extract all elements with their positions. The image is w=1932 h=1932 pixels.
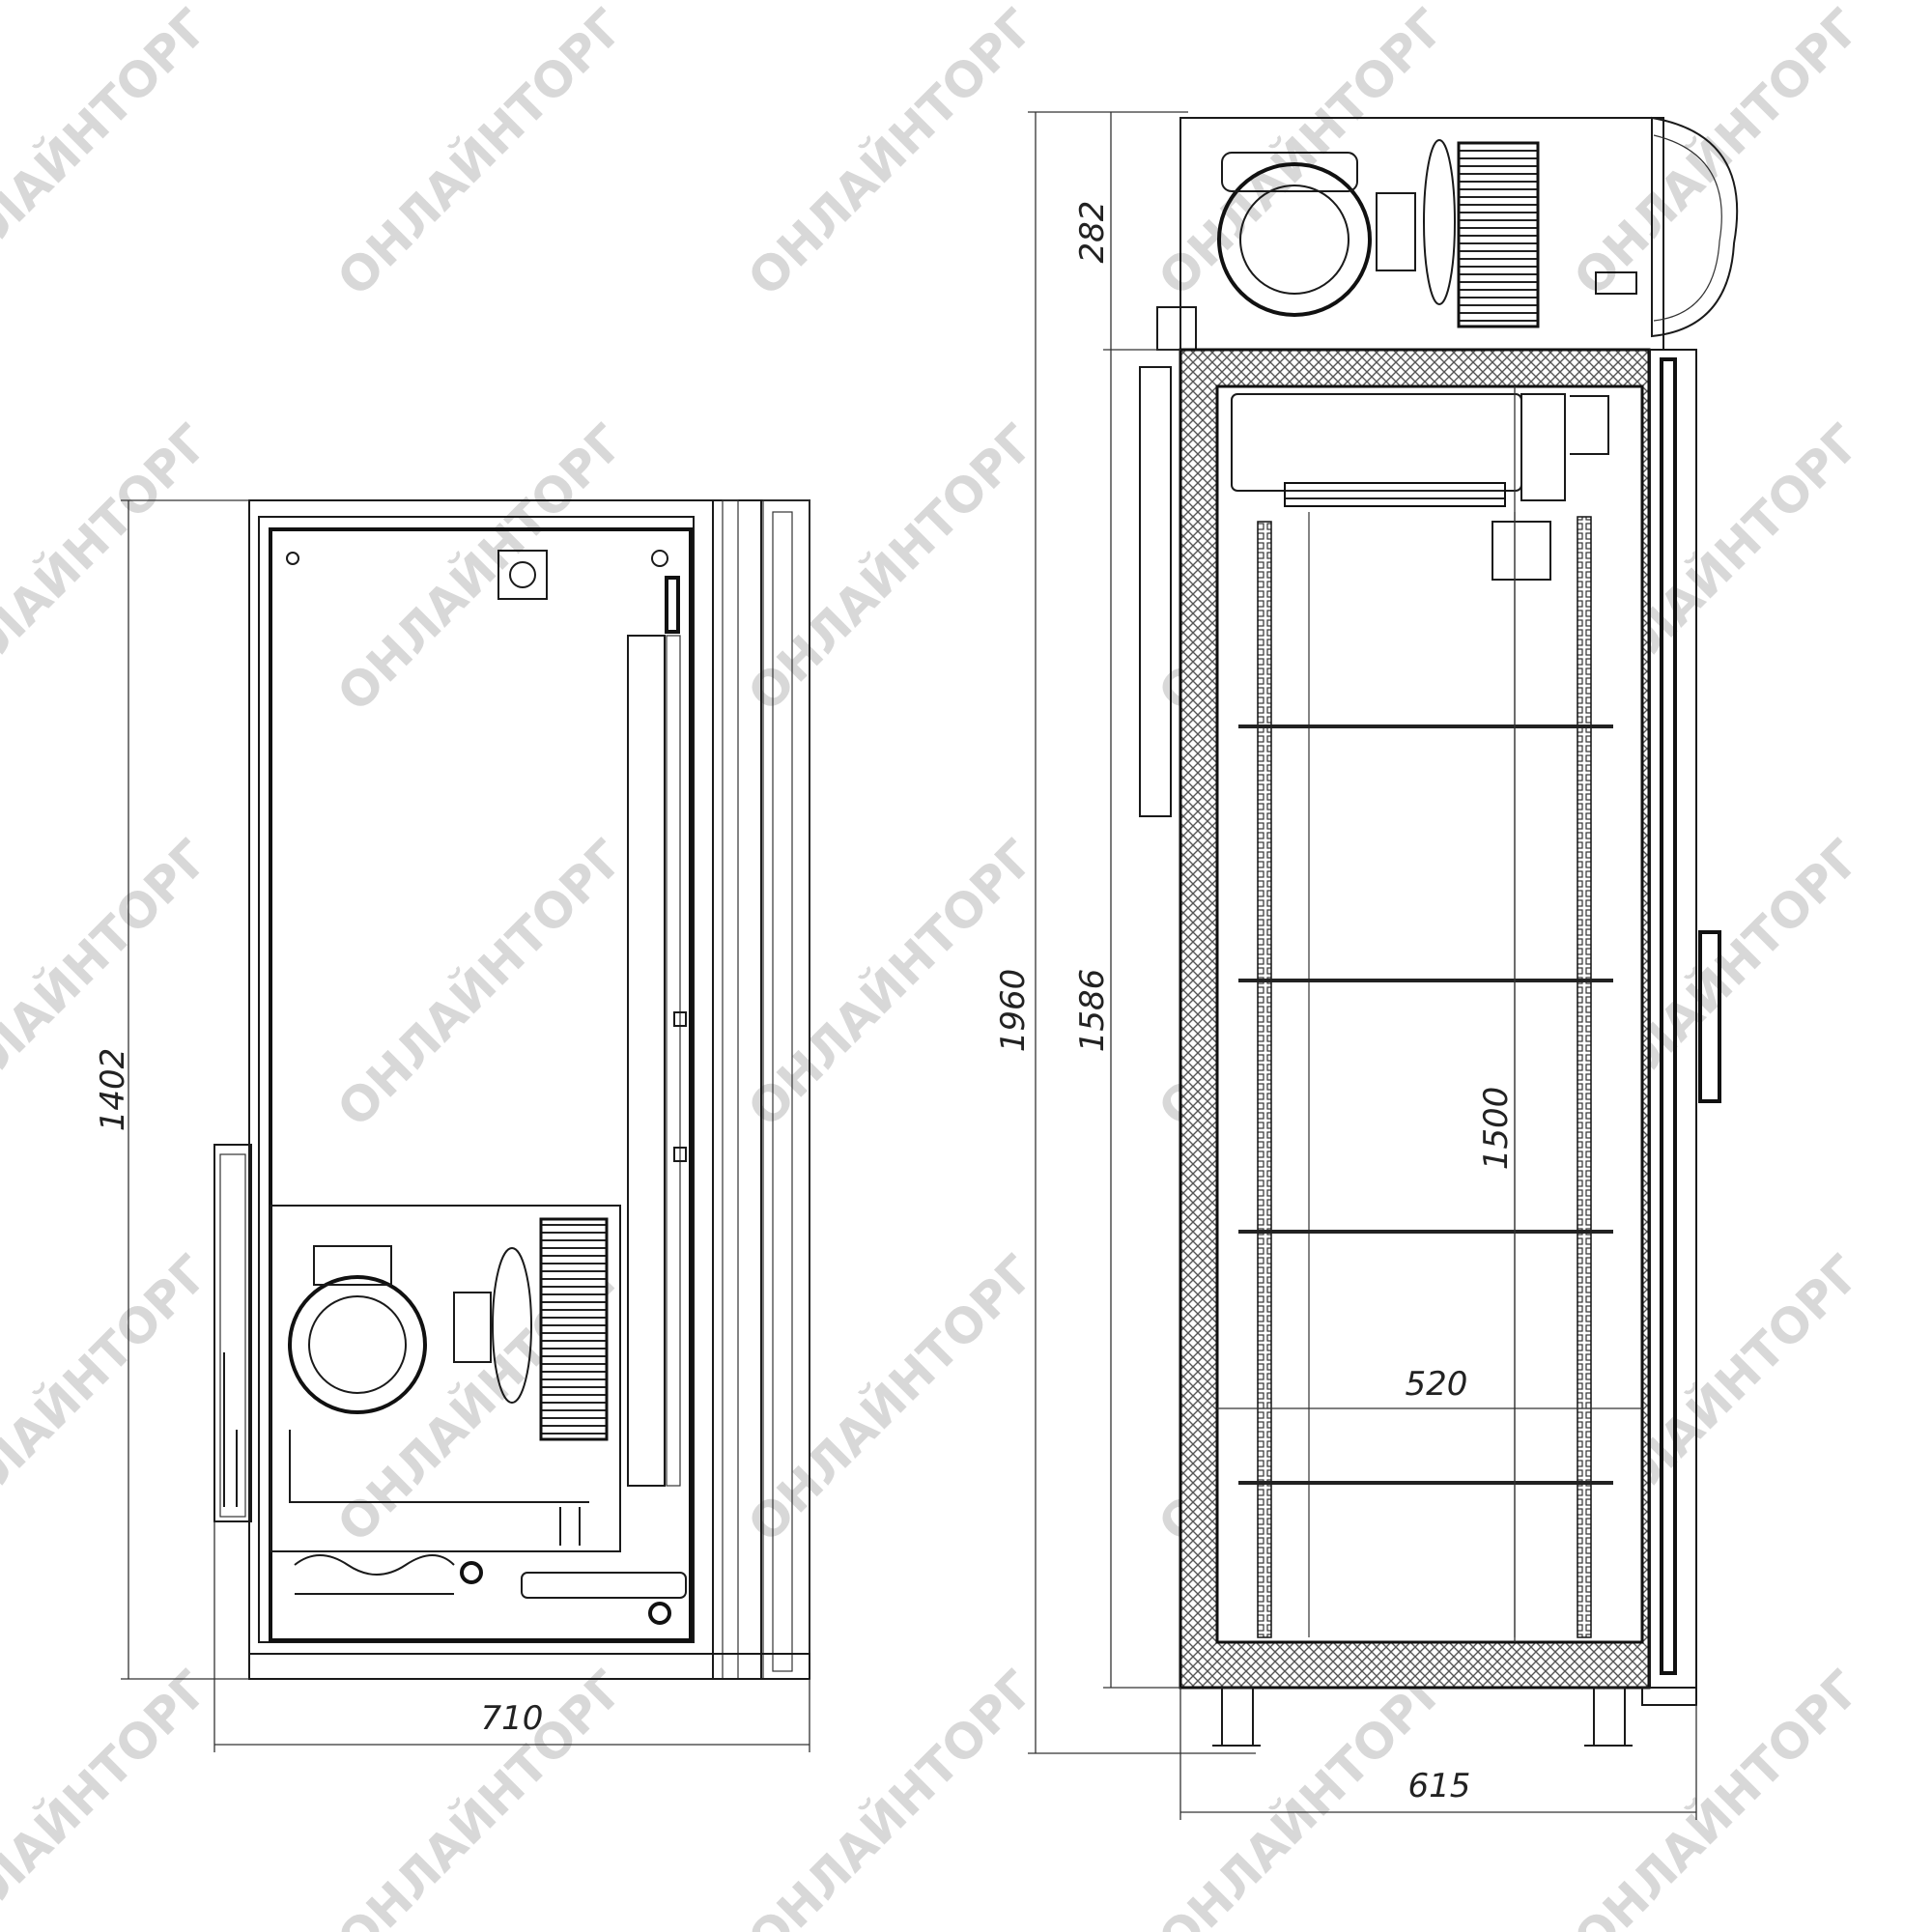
side-screw-icon	[648, 1602, 671, 1625]
watermark-text: ОНЛАЙНТОРГ	[1563, 1660, 1872, 1932]
side-compressor	[288, 1275, 427, 1414]
front-door-glass-edge	[1660, 357, 1677, 1675]
side-compressor-top	[313, 1245, 392, 1286]
watermark-text: ОНЛАЙНТОРГ	[0, 1660, 220, 1932]
side-pipe	[223, 1352, 238, 1507]
dim-label-side-width: 710	[481, 1699, 544, 1738]
side-pipe	[289, 1430, 589, 1503]
side-channel	[627, 635, 666, 1487]
front-top-bracket	[1595, 271, 1637, 295]
side-drier	[521, 1572, 687, 1599]
side-back-extension	[213, 1144, 252, 1522]
watermark-text: ОНЛАЙНТОРГ	[327, 829, 636, 1138]
watermark-text: ОНЛАЙНТОРГ	[327, 413, 636, 723]
side-door-edge-line	[722, 499, 739, 1680]
front-shelves	[1238, 724, 1613, 1485]
dim-label-side-height: 1402	[94, 1048, 132, 1132]
side-clip	[673, 1147, 687, 1162]
side-bracket	[665, 576, 680, 634]
side-valve-icon	[460, 1561, 483, 1584]
front-interior	[1215, 384, 1644, 1644]
watermark-text: ОНЛАЙНТОРГ	[0, 0, 220, 307]
front-compressor-inner	[1239, 185, 1350, 295]
side-condenser	[539, 1217, 609, 1441]
front-drain-pipe	[1570, 395, 1609, 455]
dim-label-top-unit: 282	[1073, 201, 1112, 264]
front-top-foot	[1156, 306, 1197, 351]
front-evaporator-grille	[1284, 482, 1506, 507]
front-fan-motor	[1376, 192, 1416, 271]
front-base-trim	[1641, 1687, 1697, 1706]
front-fan-blade	[1423, 139, 1456, 305]
front-door-handle	[1698, 930, 1721, 1103]
front-leg	[1593, 1687, 1626, 1747]
watermark-text: ОНЛАЙНТОРГ	[327, 0, 636, 307]
side-compressor-bay	[270, 1205, 621, 1552]
side-panel	[269, 527, 693, 1642]
side-valve-circle	[509, 561, 536, 588]
side-screw-icon	[651, 550, 668, 567]
front-top-canopy	[1651, 116, 1739, 338]
side-base	[248, 1653, 810, 1680]
front-canopy-inner	[1653, 134, 1722, 322]
side-channel-edge	[666, 635, 681, 1487]
side-fan-motor	[453, 1292, 492, 1363]
watermark-text: ОНЛАЙНТОРГ	[737, 1660, 1046, 1932]
front-rack-right	[1577, 516, 1592, 1638]
side-clip	[673, 1011, 687, 1027]
side-back-extension-inner	[219, 1153, 246, 1518]
front-evaporator-side	[1520, 393, 1566, 501]
dim-label-interior-height: 1500	[1477, 1087, 1516, 1171]
front-rear-panel	[1139, 366, 1172, 817]
watermark-text: ОНЛАЙНТОРГ	[0, 413, 220, 723]
side-compressor-inner	[308, 1295, 407, 1394]
front-compressor-top	[1221, 152, 1358, 192]
side-valve-box	[497, 550, 548, 600]
watermark-text: ОНЛАЙНТОРГ	[0, 1244, 220, 1553]
side-pipe	[559, 1507, 581, 1546]
side-fan-blade	[492, 1247, 532, 1404]
side-pipe-coil	[294, 1554, 455, 1576]
front-leg	[1221, 1687, 1254, 1747]
front-light-box	[1492, 521, 1551, 581]
front-condenser	[1457, 141, 1540, 328]
dim-label-interior-width: 520	[1406, 1365, 1468, 1404]
front-compressor	[1217, 162, 1372, 317]
dim-label-body-height: 1586	[1073, 969, 1112, 1053]
side-screw-icon	[286, 552, 299, 565]
side-door-frame-inner	[772, 511, 793, 1672]
watermark-text: ОНЛАЙНТОРГ	[737, 413, 1046, 723]
watermark-text: ОНЛАЙНТОРГ	[737, 0, 1046, 307]
front-rack-left	[1257, 521, 1272, 1638]
side-view: 1402 710	[94, 499, 810, 1752]
front-view: 1960 282 1586 1500 520 615	[994, 111, 1739, 1820]
dim-label-overall-width: 615	[1408, 1767, 1471, 1805]
watermark-text: ОНЛАЙНТОРГ	[737, 1244, 1046, 1553]
dim-label-overall-height: 1960	[994, 969, 1033, 1053]
